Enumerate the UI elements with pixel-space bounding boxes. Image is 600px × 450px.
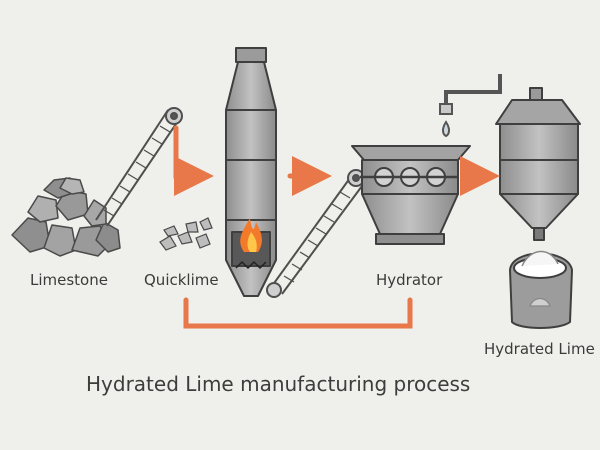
- storage-silo-icon: [495, 87, 581, 241]
- hydrator-label: Hydrator: [376, 271, 443, 289]
- limestone-label: Limestone: [30, 271, 108, 289]
- inclined-conveyor: [266, 169, 365, 298]
- quicklime-fragments-icon: [159, 217, 213, 251]
- limestone-pile-icon: [11, 177, 121, 257]
- powder-sack-icon: [509, 250, 573, 329]
- diagram-title: Hydrated Lime manufacturing process: [86, 372, 471, 396]
- screw-hydrator-icon: [351, 145, 471, 245]
- water-pipe-icon: [439, 74, 502, 138]
- vertical-kiln-icon: [225, 47, 277, 297]
- flow-arrows: [173, 125, 500, 329]
- hydrated-lime-label: Hydrated Lime: [484, 340, 595, 358]
- quicklime-label: Quicklime: [144, 271, 219, 289]
- inclined-conveyor: [95, 107, 183, 227]
